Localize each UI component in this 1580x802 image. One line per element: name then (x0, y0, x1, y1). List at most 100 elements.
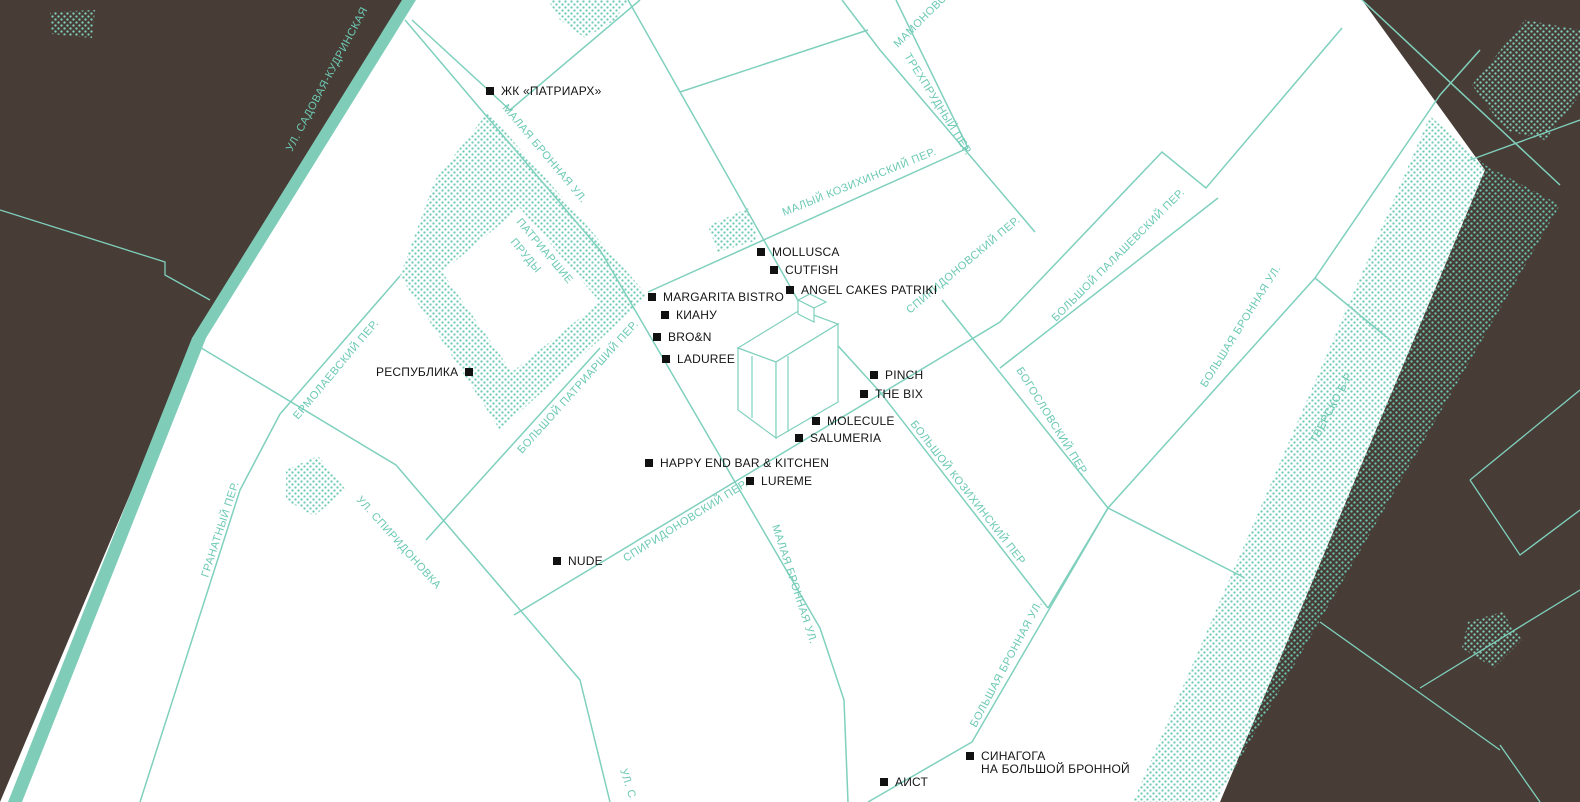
poi-pinch[interactable]: PINCH (870, 369, 923, 382)
poi-label: CUTFISH (785, 263, 839, 277)
poi-label: MARGARITA BISTRO (663, 290, 784, 304)
poi-kiany[interactable]: КИАНУ (661, 309, 717, 322)
poi-respublika[interactable]: РЕСПУБЛИКА (376, 365, 474, 379)
poi-marker (966, 752, 974, 760)
poi-label: РЕСПУБЛИКА (376, 365, 459, 379)
poi-marker (770, 266, 778, 274)
lane-top-2 (411, 0, 641, 111)
poi-label: ANGEL CAKES PATRIKI (801, 283, 938, 297)
dark-street-1 (0, 209, 211, 301)
poi-label: PINCH (885, 368, 924, 382)
poi-marker (786, 286, 794, 294)
street-network-dark (0, 119, 1580, 802)
street-label-bolshaya-bronnaya-bottom: БОЛЬШАЯ БРОННАЯ УЛ. (968, 598, 1045, 729)
outside-area-left (0, 0, 412, 802)
top-center-park (548, 0, 628, 38)
poi-label: MOLLUSCA (772, 245, 840, 259)
street-label-ul-bottom: УЛ. С (617, 767, 638, 800)
spiridonovsky-street (513, 27, 1343, 616)
dark-street-5 (1469, 479, 1580, 556)
poi-marker (812, 417, 820, 425)
poi-salumeria[interactable]: SALUMERIA (795, 432, 881, 445)
granatny-street (139, 413, 281, 802)
poi-aist[interactable]: АИСТ (880, 776, 928, 789)
small-square-park (708, 208, 758, 252)
street-label-maly-kozikhinsky: МАЛЫЙ КОЗИХИНСКИЙ ПЕР. (780, 145, 938, 219)
lane-right-3 (1314, 277, 1391, 341)
trekhprudny-street (841, 0, 1036, 233)
poi-marker (661, 311, 669, 319)
poi-label: ЖК «ПАТРИАРХ» (501, 84, 602, 98)
poi-marker (662, 355, 670, 363)
bogoslovsky-street (941, 299, 1109, 509)
poi-marker (653, 333, 661, 341)
dark-street-6 (1469, 119, 1580, 161)
poi-marker (746, 477, 754, 485)
poi-margarita-bistro[interactable]: MARGARITA BISTRO (648, 291, 784, 304)
ring-street-right (1361, 0, 1561, 186)
poi-label: КИАНУ (676, 308, 717, 322)
poi-marker (648, 293, 656, 301)
poi-laduree[interactable]: LADUREE (662, 353, 735, 366)
street-label-spiridonovsky-top: СПИРИДОНОВСКИЙ ПЕР. (904, 213, 1023, 316)
granatny-square-park (286, 456, 346, 516)
poi-marker (880, 778, 888, 786)
dark-area-park-topleft (50, 10, 95, 38)
poi-label: BRO&N (668, 330, 712, 344)
poi-happy-end[interactable]: HAPPY END BAR & KITCHEN (645, 457, 829, 470)
poi-bron[interactable]: BRO&N (653, 331, 712, 344)
sadovaya-boulevard (8, 0, 416, 802)
street-label-spiridonovsky-bottom: СПИРИДОНОВСКИЙ ПЕР. (621, 477, 751, 565)
lane-top-1 (679, 29, 869, 93)
street-label-trekhprudny: ТРЕХПРУДНЫЙ ПЕР. (901, 51, 974, 158)
lane-right-2 (1107, 507, 1246, 579)
poi-nude[interactable]: NUDE (553, 555, 603, 568)
poi-label: АИСТ (895, 775, 929, 789)
street-label-spiridonovka: УЛ. СПИРИДОНОВКА (354, 494, 444, 592)
bolshoy-kozikhinsky-street (627, 0, 1049, 609)
street-network (139, 0, 1561, 802)
street-label-bolshoy-kozikhinsky: БОЛЬШОЙ КОЗИХИНСКИЙ ПЕР (908, 418, 1029, 567)
poi-mollusca[interactable]: MOLLUSCA (757, 246, 840, 259)
street-label-malaya-bronnaya-bottom: МАЛАЯ БРОННАЯ УЛ. (769, 523, 819, 645)
poi-marker (645, 459, 653, 467)
dark-area-park-bottomright (1462, 612, 1522, 668)
bolshoy-patriarshy-street (425, 347, 601, 541)
poi-label: SALUMERIA (810, 431, 882, 445)
poi-label: MOLECULE (827, 414, 895, 428)
maly-kozikhinsky-street (647, 147, 969, 293)
poi-marker (870, 371, 878, 379)
lane-top-center (895, 0, 969, 149)
poi-marker (757, 248, 765, 256)
poi-label: NUDE (568, 554, 603, 568)
yermolaevsky-street (279, 275, 401, 415)
poi-angel-cakes[interactable]: ANGEL CAKES PATRIKI (786, 284, 937, 297)
poi-label: LUREME (761, 474, 813, 488)
dark-area-park-topright (1472, 20, 1580, 140)
street-label-granatny: ГРАНАТНЫЙ ПЕР. (198, 480, 241, 579)
street-label-yermolaevsky: ЕРМОЛАЕВСКИЙ ПЕР. (290, 317, 381, 422)
poi-molecule[interactable]: MOLECULE (812, 415, 895, 428)
poi-patriarkh[interactable]: ЖК «ПАТРИАРХ» (486, 85, 601, 98)
dark-street-3 (1419, 589, 1580, 689)
patriarkh-building-illustration (736, 293, 840, 440)
poi-lureme[interactable]: LUREME (746, 475, 812, 488)
poi-label: HAPPY END BAR & KITCHEN (660, 456, 830, 470)
bolshoy-palashevsky-street (999, 197, 1219, 369)
bolshaya-bronnaya-lower-street (867, 507, 1109, 802)
poi-the-bix[interactable]: THE BIX (860, 388, 923, 401)
patriarch-ponds-park (400, 112, 648, 430)
poi-marker (486, 87, 494, 95)
poi-label: СИНАГОГА НА БОЛЬШОЙ БРОННОЙ (981, 749, 1130, 776)
poi-synagogue[interactable]: СИНАГОГА НА БОЛЬШОЙ БРОННОЙ (966, 750, 1130, 776)
poi-marker (553, 557, 561, 565)
malaya-bronnaya-street (404, 19, 849, 802)
poi-cutfish[interactable]: CUTFISH (770, 264, 838, 277)
dark-street-2 (1319, 621, 1501, 751)
street-label-bolshoy-palashevsky: БОЛЬШОЙ ПАЛАШЕВСКИЙ ПЕР. (1049, 186, 1187, 324)
street-label-bogoslovsky: БОГОСЛОВСКИЙ ПЕР. (1013, 365, 1090, 478)
poi-label: THE BIX (875, 387, 924, 401)
dark-street-7 (1499, 744, 1541, 802)
